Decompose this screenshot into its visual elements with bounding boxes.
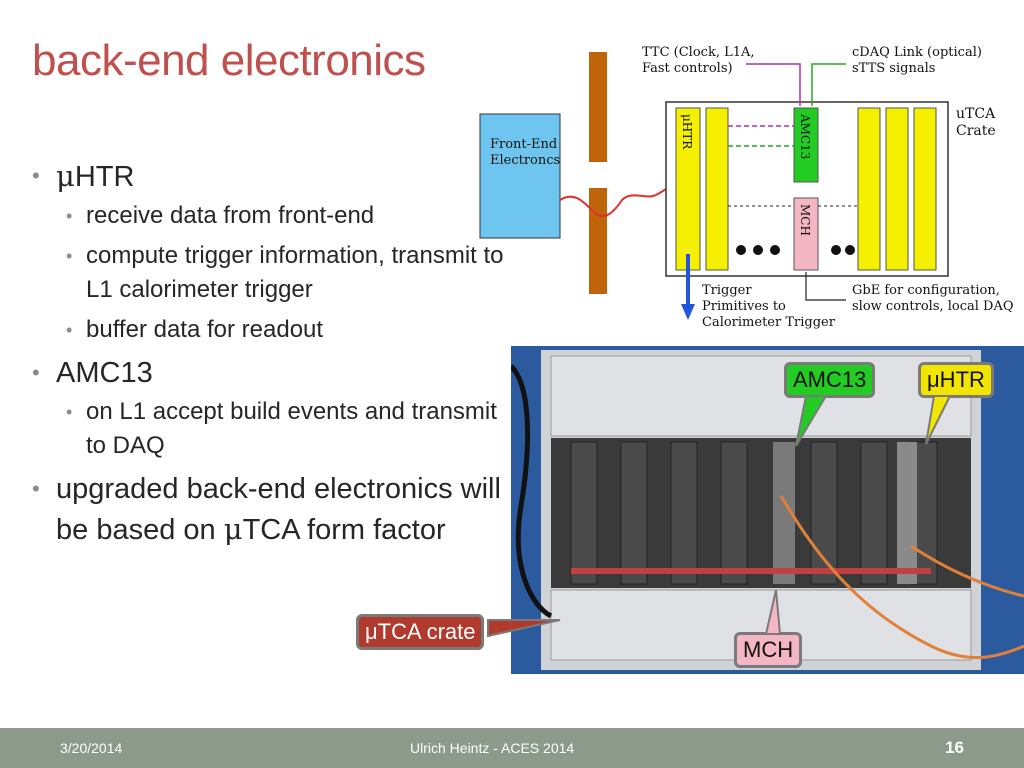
front-end-label-1: Front-End (490, 137, 557, 152)
cdaq-label-1: cDAQ Link (optical) (852, 45, 982, 60)
trigger-label-2: Primitives to (702, 299, 786, 314)
slide-footer: 3/20/2014 Ulrich Heintz - ACES 2014 16 (0, 728, 1024, 768)
bullet-list: •μHTR •receive data from front-end •comp… (30, 156, 510, 552)
front-end-box (479, 113, 561, 239)
front-end-label-2: Electroncs (490, 153, 560, 168)
ttc-label-2: Fast controls) (642, 61, 733, 76)
amc13-callout: AMC13 (784, 362, 876, 398)
fibre-line (559, 180, 687, 218)
ellipsis-dots (736, 245, 855, 255)
bullet-upgrade: • upgraded back-end electronics will be b… (30, 469, 510, 550)
slide-title: back-end electronics (32, 36, 426, 85)
crate-label-1: uTCA (956, 106, 996, 122)
amc13-card (793, 107, 819, 183)
bullet-dot-icon: • (66, 402, 73, 422)
orange-fibre-2 (910, 544, 1024, 598)
amc13-module (773, 442, 795, 584)
page-number: 16 (945, 738, 964, 757)
sub-bullet-text: compute trigger information, transmit to… (86, 242, 504, 303)
crate-top-panel (550, 355, 972, 437)
orange-fibre (779, 495, 1024, 659)
bullet-dot-icon: • (66, 320, 73, 340)
trigger-arrowhead (681, 304, 695, 320)
utca-schematic: Front-End Electroncs uTCA Crate μHTR AMC… (479, 45, 1014, 330)
crate-label-2: Crate (956, 123, 996, 139)
ttc-label-1: TTC (Clock, L1A, (642, 45, 755, 60)
bullet-text: HTR (74, 161, 135, 193)
bullet-text: AMC13 (56, 357, 153, 389)
yellow-card (705, 107, 729, 271)
yellow-card (857, 107, 881, 271)
ttc-arrow (746, 63, 801, 106)
bar-bottom (589, 188, 607, 294)
bullet-dot-icon: • (66, 206, 73, 226)
yellow-card (913, 107, 937, 271)
footer-date: 3/20/2014 (60, 740, 123, 756)
bullet-dot-icon: • (66, 246, 73, 266)
slot-cards (570, 441, 938, 585)
bullet-text: upgraded back-end electronics will be ba… (56, 473, 501, 546)
sub-bullet: • on L1 accept build events and transmit … (30, 395, 510, 463)
cdaq-arrow (811, 63, 846, 106)
bullet-text-2: TCA form factor (242, 514, 446, 546)
sub-bullet: • buffer data for readout (30, 313, 510, 347)
utca-crate-callout: μTCA crate (356, 614, 485, 650)
gbe-arrow (805, 272, 846, 301)
bullet-dot-icon: • (32, 476, 40, 501)
bullet-amc13: • AMC13 (30, 353, 510, 393)
sub-bullet-text: on L1 accept build events and transmit t… (86, 398, 497, 459)
mch-card (793, 197, 819, 271)
bullet-dot-icon: • (32, 360, 40, 385)
sub-bullet: • compute trigger information, transmit t… (30, 239, 510, 307)
black-cable (511, 364, 553, 619)
bullet-dot-icon: • (32, 163, 40, 188)
trigger-label-1: Trigger (702, 283, 752, 298)
cdaq-label-2: sTTS signals (852, 61, 935, 76)
bullet-uhtr: • μHTR (30, 156, 510, 197)
sub-bullet-text: buffer data for readout (86, 316, 324, 343)
uhtr-module (897, 442, 917, 584)
mch-callout: MCH (734, 632, 803, 668)
uhtr-callout: μHTR (918, 362, 994, 398)
bar-top (589, 52, 607, 162)
amc13-card-label: AMC13 (798, 113, 812, 159)
sub-bullet-text: receive data from front-end (86, 202, 375, 229)
gbe-label-2: slow controls, local DAQ (852, 299, 1014, 314)
yellow-card (885, 107, 909, 271)
mu-symbol: μ (56, 159, 75, 193)
trigger-label-3: Calorimeter Trigger (702, 315, 836, 330)
footer-author: Ulrich Heintz - ACES 2014 (410, 740, 575, 756)
red-connectors (571, 568, 931, 574)
mch-card-label: MCH (798, 204, 812, 236)
gbe-label-1: GbE for configuration, (852, 283, 1000, 298)
uhtr-card-label: μHTR (680, 114, 694, 150)
mu-symbol: μ (223, 512, 243, 546)
sub-bullet: • receive data from front-end (30, 199, 510, 233)
